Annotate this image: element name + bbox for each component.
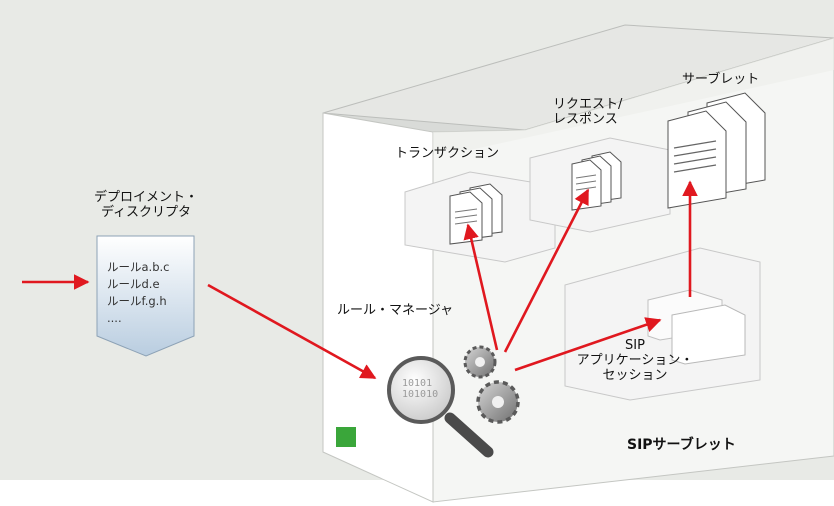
transaction-documents-icon [449, 183, 503, 245]
deployment-descriptor-label-line-1: デプロイメント・ [93, 190, 198, 205]
magnifier-binary-text: 10101 101010 [402, 378, 438, 400]
sip-session-label-line-3: セッション [602, 368, 668, 383]
deployment-descriptor-document [96, 235, 195, 357]
session-blocks-icon [647, 289, 746, 365]
sip-servlet-label: SIPサーブレット [627, 437, 736, 453]
rule-line: ルールa.b.c [107, 260, 170, 274]
arrow-to-session [514, 317, 662, 372]
rule-manager-label: ルール・マネージャ [337, 303, 454, 318]
servlet-label: サーブレット [682, 72, 760, 87]
sip-session-label-line-1: SIP [625, 338, 645, 353]
flow-arrows [22, 180, 698, 380]
binary-line-2: 101010 [402, 389, 439, 400]
arrow-to-request-response [503, 188, 590, 353]
request-response-label-line-2: レスポンス [553, 112, 618, 127]
request-response-label: リクエスト/ レスポンス [553, 97, 622, 127]
container-top-face [322, 24, 834, 131]
sip-session-label-line-2: アプリケーション・ [576, 353, 694, 368]
container-shadow-face [433, 38, 834, 150]
status-light [336, 427, 356, 447]
binary-line-1: 10101 [402, 378, 433, 389]
arrow-descriptor-to-rule-manager [207, 283, 377, 380]
rule-line: ルールf.g.h [107, 294, 167, 308]
deployment-descriptor-label-line-2: ディスクリプタ [100, 205, 192, 220]
sip-session-label: SIP アプリケーション・ セッション [570, 338, 700, 383]
request-response-label-line-1: リクエスト/ [553, 97, 623, 112]
magnifier-icon [387, 356, 494, 458]
transaction-label: トランザクション [395, 146, 500, 161]
servlet-documents-icon [667, 92, 766, 209]
rule-line: .... [107, 311, 122, 325]
arrow-to-transaction [463, 223, 499, 351]
rule-line: ルールd.e [107, 277, 160, 291]
deployment-descriptor-label: デプロイメント・ ディスクリプタ [86, 190, 206, 220]
gear-icon [463, 345, 520, 424]
